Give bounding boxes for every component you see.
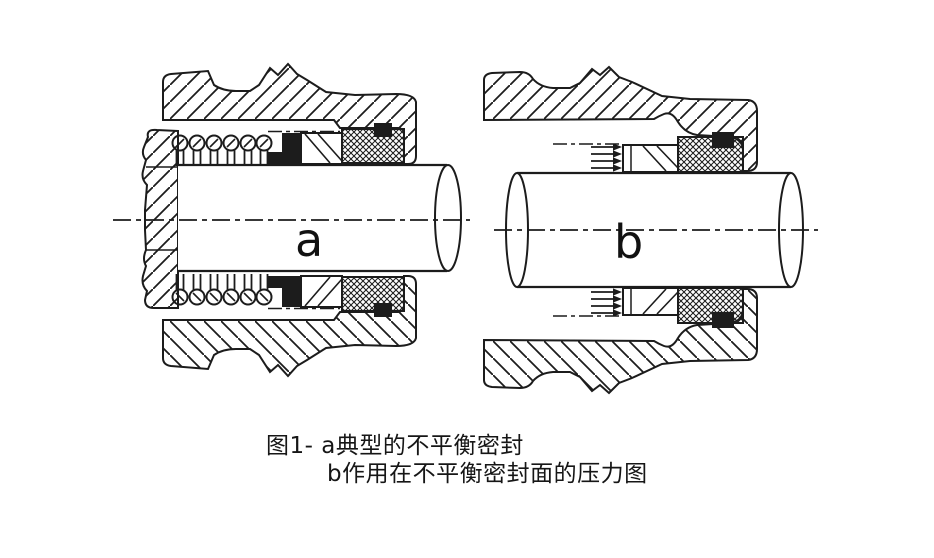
seal-diagram-a: a xyxy=(113,62,470,376)
seal-b-lower-half xyxy=(484,288,757,393)
shaft-break-end-a xyxy=(434,164,462,272)
housing-section-b xyxy=(483,65,758,172)
shaft-collar-a xyxy=(141,128,179,309)
oring-a xyxy=(374,123,392,137)
pressure-arrows-b xyxy=(590,142,623,173)
figure-caption: 图1- a典型的不平衡密封 b作用在不平衡密封面的压力图 xyxy=(266,433,648,487)
label-a: a xyxy=(295,213,323,267)
spring-a xyxy=(171,134,273,167)
follower-ring-b xyxy=(622,144,679,173)
shaft-a xyxy=(178,163,462,273)
seal-ring-a xyxy=(267,133,301,164)
oring-b xyxy=(712,132,734,148)
seal-diagram-b: b xyxy=(483,65,818,393)
caption-line-2: b作用在不平衡密封面的压力图 xyxy=(327,461,648,487)
label-b: b xyxy=(614,215,643,269)
seal-a-upper-half xyxy=(162,62,417,167)
seal-b-upper-half xyxy=(483,65,758,173)
seal-a-lower-half xyxy=(163,274,416,376)
follower-ring-a xyxy=(300,132,343,165)
seat-ring-a xyxy=(341,128,405,164)
caption-line-1: 图1- a典型的不平衡密封 xyxy=(266,433,524,459)
